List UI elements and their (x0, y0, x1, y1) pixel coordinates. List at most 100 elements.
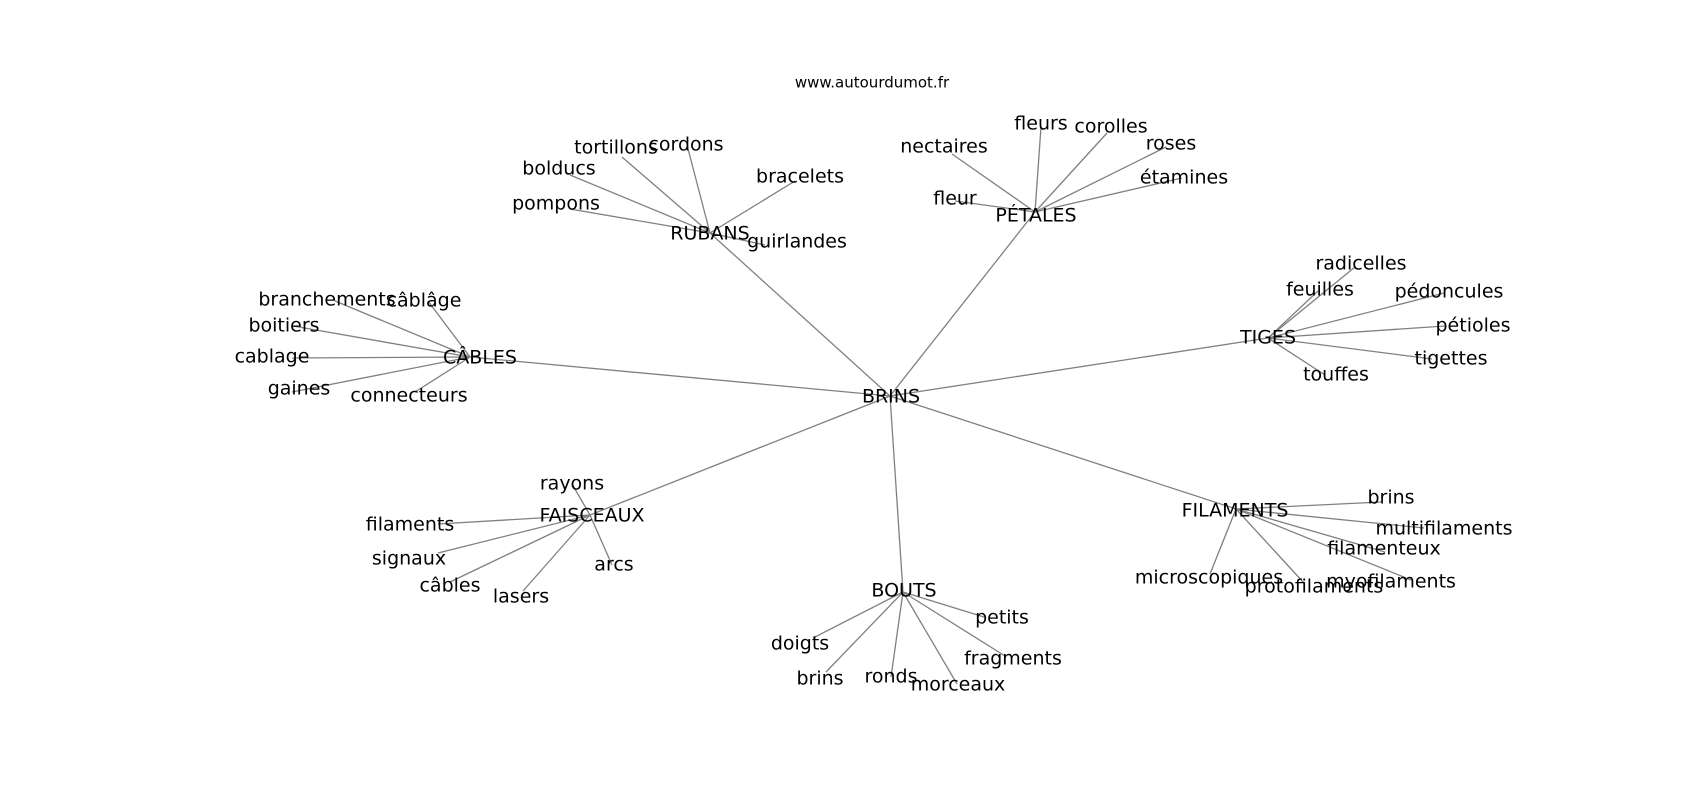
edge-hub-to-term (902, 591, 985, 618)
edge-hub-to-term (437, 514, 591, 525)
term-node-label: fleurs (1014, 113, 1067, 135)
edge-hub-to-term (1235, 508, 1305, 584)
term-node-label: arcs (594, 554, 633, 576)
edge-hub-to-term (709, 232, 766, 246)
term-node-label: touffes (1303, 364, 1369, 386)
edge-hub-to-term (1235, 508, 1386, 553)
term-node-label: microscopiques (1135, 567, 1283, 589)
edge-center-to-hub (469, 356, 891, 397)
hub-node-label: CÂBLES (443, 346, 517, 369)
edge-hub-to-term (569, 208, 711, 234)
term-node-label: nectaires (900, 136, 988, 158)
source-credit: www.autourdumot.fr (795, 74, 950, 92)
edge-hub-to-term (812, 591, 904, 639)
edge-hub-to-term (1034, 126, 1042, 213)
term-node-label: doigts (771, 633, 829, 655)
graph-labels: www.autourdumot.fr BRINS RUBANS tortillons… (235, 74, 1513, 696)
edge-hub-to-term (709, 180, 796, 234)
edge-hub-to-term (571, 483, 591, 516)
hub-node-label: FAISCEAUX (539, 505, 644, 527)
edge-hub-to-term (902, 591, 1006, 657)
edge-hub-to-term (437, 514, 591, 554)
hub-node-label: TIGES (1239, 327, 1296, 349)
term-node-label: radicelles (1315, 253, 1406, 275)
edge-hub-to-term (1267, 337, 1326, 376)
term-node-label: bracelets (756, 166, 844, 188)
term-node-label: filaments (366, 514, 454, 536)
edge-hub-to-term (621, 156, 711, 234)
term-node-label: branchements (258, 289, 395, 311)
hub-node-label: PÉTALES (995, 204, 1076, 227)
term-node-label: pétioles (1436, 315, 1511, 337)
edge-center-to-hub (889, 395, 904, 593)
term-node-label: guirlandes (747, 231, 847, 253)
edge-hub-to-term (427, 300, 471, 358)
hub-node-label: BOUTS (871, 580, 936, 602)
term-node-label: multifilaments (1375, 518, 1512, 540)
edge-hub-to-term (569, 174, 711, 234)
edge-center-to-hub (889, 211, 1036, 397)
term-node-label: rayons (540, 473, 604, 495)
term-node-label: gaines (268, 378, 331, 400)
edge-hub-to-term (890, 591, 904, 678)
edge-hub-to-term (951, 153, 1036, 213)
graph-edges (291, 126, 1446, 685)
hub-node-label: RUBANS (670, 223, 749, 245)
term-node-label: feuilles (1286, 279, 1354, 301)
term-node-label: protofilaments (1245, 576, 1384, 598)
term-node-label: myofilaments (1326, 571, 1456, 593)
edge-hub-to-term (1267, 290, 1319, 339)
edge-hub-to-term (1034, 132, 1108, 213)
edge-hub-to-term (291, 356, 471, 359)
edge-hub-to-term (1235, 508, 1412, 581)
term-node-label: tigettes (1415, 348, 1488, 370)
term-node-label: pédoncules (1395, 281, 1504, 303)
edge-hub-to-term (589, 514, 613, 566)
edge-hub-to-term (1267, 292, 1445, 339)
edge-hub-to-term (1267, 266, 1356, 339)
edge-hub-to-term (1034, 177, 1183, 213)
edge-hub-to-term (291, 356, 471, 393)
edge-center-to-hub (889, 337, 1269, 397)
edge-hub-to-term (449, 514, 591, 583)
term-node-label: fleur (933, 188, 977, 210)
term-node-label: brins (1367, 487, 1414, 509)
term-node-label: roses (1146, 133, 1197, 155)
term-node-label: filamenteux (1327, 538, 1441, 560)
hub-node-label: FILAMENTS (1182, 500, 1289, 522)
edge-hub-to-term (414, 356, 471, 393)
term-node-label: morceaux (911, 674, 1006, 696)
edge-hub-to-term (1209, 508, 1237, 575)
edge-hub-to-term (1235, 508, 1425, 529)
term-node-label: connecteurs (350, 385, 467, 407)
edge-hub-to-term (292, 325, 471, 358)
term-node-label: étamines (1140, 167, 1228, 189)
edge-hub-to-term (902, 591, 958, 685)
term-node-label: bolducs (522, 158, 595, 180)
edge-hub-to-term (522, 514, 591, 592)
edge-hub-to-term (1267, 337, 1433, 360)
term-node-label: petits (975, 607, 1029, 629)
edge-hub-to-term (1034, 146, 1167, 213)
term-node-label: ronds (864, 666, 917, 688)
term-node-label: tortillons (574, 137, 658, 159)
term-node-label: câblâge (387, 290, 462, 312)
edge-hub-to-term (334, 300, 471, 358)
edge-center-to-hub (709, 232, 891, 397)
term-node-label: signaux (372, 548, 446, 570)
edge-hub-to-term (954, 200, 1036, 213)
edge-hub-to-term (825, 591, 904, 673)
edge-hub-to-term (1235, 501, 1382, 510)
edge-center-to-hub (589, 395, 891, 516)
edge-hub-to-term (1267, 325, 1446, 339)
term-node-label: cordons (648, 134, 723, 156)
edge-center-to-hub (889, 395, 1237, 510)
term-node-label: brins (796, 668, 843, 690)
edge-hub-to-term (686, 144, 711, 234)
term-node-label: lasers (493, 586, 549, 608)
term-node-label: cablage (235, 346, 310, 368)
center-node-label: BRINS (862, 386, 920, 408)
term-node-label: fragments (964, 648, 1062, 670)
term-node-label: boitiers (248, 315, 319, 337)
